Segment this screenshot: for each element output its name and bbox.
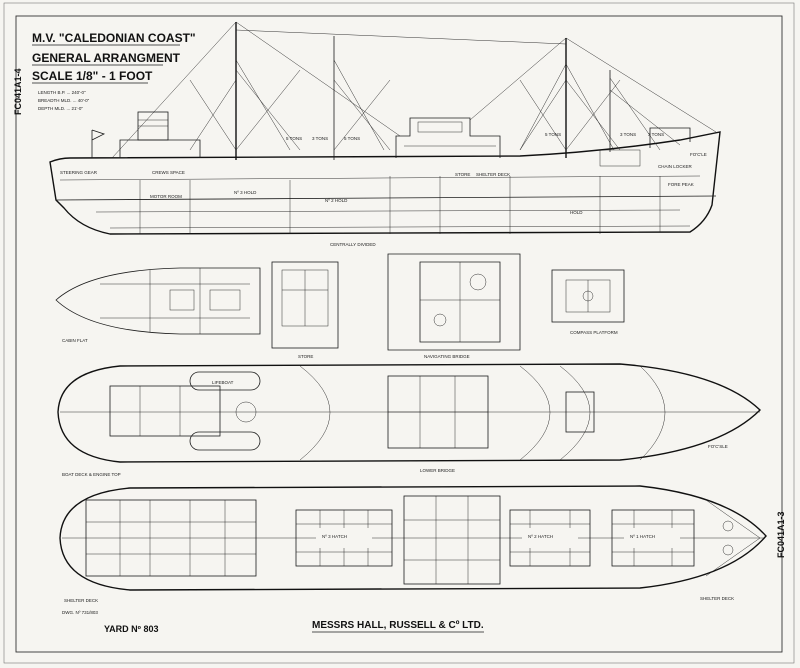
drawing-frame [15,15,783,653]
midship-house [403,495,501,585]
label-tons-2: 3 TONS [312,136,328,141]
sheet-border [3,2,795,664]
label-tons-4: 5 TONS [545,132,561,137]
label-tons-3: 5 TONS [344,136,360,141]
label-motor-room: MOTOR ROOM [150,194,182,199]
label-hatch-no1: Nº 1 HATCH [630,534,655,539]
forward-store [599,149,641,167]
vessel-name: M.V. "CALEDONIAN COAST" [32,31,196,45]
lifeboat-port [189,371,261,391]
label-cabin-flat: CABIN FLAT [62,338,88,343]
tank-top-line [95,209,681,213]
bridge-house [395,117,501,158]
drawing-number: DWG. Nº 731/803 [62,610,98,615]
label-store-plan: STORE [298,354,313,359]
shelter-deck-plan: Nº 3 HATCH Nº 2 HATCH Nº 1 HATCH [59,485,767,603]
particular-breadth: BREADTH MLD. ... 40'-0" [38,98,90,103]
aft-accommodation [85,499,257,577]
label-compass-platform: COMPASS PLATFORM [570,330,618,335]
title-block: M.V. "CALEDONIAN COAST" GENERAL ARRANGME… [32,31,196,111]
hull-profile [49,131,721,235]
label-no3-hold: Nº 3 HOLD [234,190,257,195]
label-store: STORE [455,172,470,177]
cabin-flat-plan: CABIN FLAT [55,267,261,343]
label-steering-gear: STEERING GEAR [60,170,98,175]
profile-elevation: STEERING GEAR CREWS SPACE MOTOR ROOM Nº … [49,21,721,247]
double-bottom [109,225,691,229]
label-chain-locker: CHAIN LOCKER [658,164,693,169]
bulkheads [139,176,661,234]
label-centrally-divided: CENTRALLY DIVIDED [330,242,376,247]
label-tons-5: 3 TONS [620,132,636,137]
label-focsle: FO'C'LE [690,152,707,157]
shelter-deck-line [59,175,701,181]
label-shelter-deck: SHELTER DECK [476,172,510,177]
compass-platform-plan: COMPASS PLATFORM [551,269,625,335]
label-tons-6: 3 TONS [648,132,664,137]
store-plan: STORE [271,261,339,359]
label-shelter-deck-fwd: SHELTER DECK [700,596,734,601]
label-hatch-no3: Nº 3 HATCH [322,534,347,539]
label-no2-hold: Nº 2 HOLD [325,198,348,203]
focsle-house [649,127,691,148]
hatch-no2 [509,509,591,567]
label-boat-deck: BOAT DECK & ENGINE TOP [62,472,121,477]
archive-stamp-right: FC041A1-3 [776,511,786,558]
builder-name: MESSRS HALL, RUSSELL & Cº LTD. [312,620,484,631]
label-lower-bridge: LOWER BRIDGE [420,468,455,473]
label-navigating-bridge: NAVIGATING BRIDGE [424,354,470,359]
label-shelter-deck-aft: SHELTER DECK [64,598,98,603]
particular-depth: DEPTH MLD. ... 21'-0" [38,106,83,111]
navigating-bridge-plan: NAVIGATING BRIDGE [387,253,521,359]
yard-number: YARD Nº 803 [104,624,158,634]
rigging [111,21,717,159]
particular-length: LENGTH B.P. ... 240'-0" [38,90,86,95]
drawing-title: GENERAL ARRANGMENT [32,51,181,65]
drawing-scale: SCALE 1/8" - 1 FOOT [32,69,153,83]
boat-deck-plan: LIFEBOAT BOAT DECK & ENGINE TOP LOWER BR… [57,363,762,477]
label-focsle-plan: FO'C'SLE [708,444,728,449]
hatch-no1 [611,509,695,567]
aft-house [119,139,201,158]
label-hatch-no2: Nº 2 HATCH [528,534,553,539]
label-tons-1: 5 TONS [286,136,302,141]
label-crews-space: CREWS SPACE [152,170,185,175]
label-lifeboat: LIFEBOAT [212,380,234,385]
ensign-staff [91,129,106,158]
label-hold: HOLD [570,210,583,215]
lifeboat-starboard [189,431,261,451]
waterline [55,195,717,201]
label-fore-peak: FORE PEAK [668,182,694,187]
archive-stamp-left: FC041A1-4 [13,68,23,115]
